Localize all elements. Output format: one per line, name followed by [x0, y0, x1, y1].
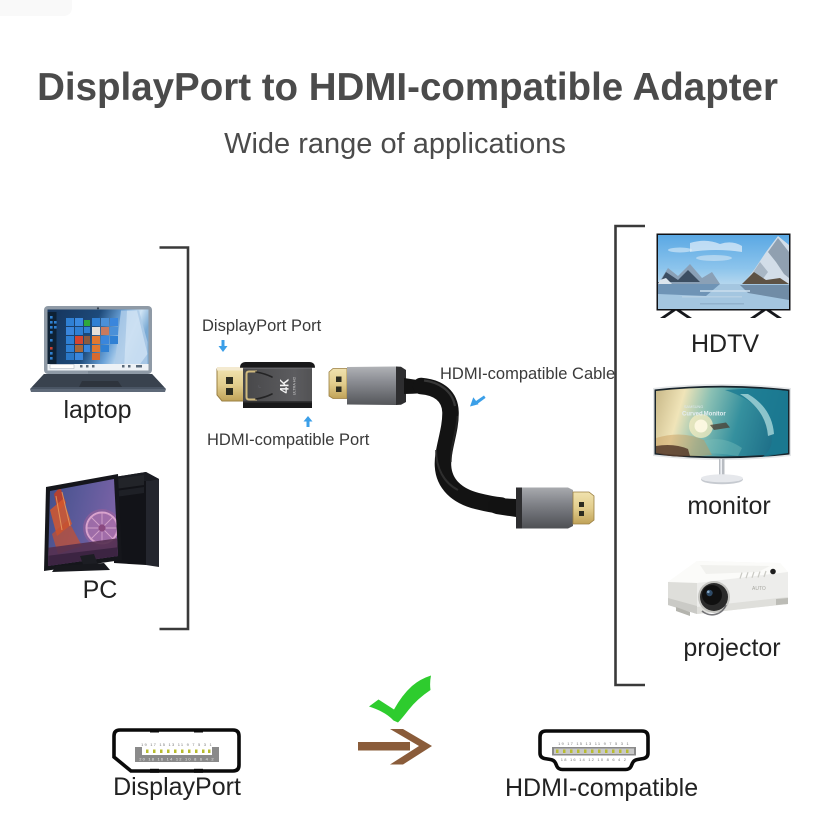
- svg-text:18 16 14 12 10 8 6 4 2: 18 16 14 12 10 8 6 4 2: [561, 757, 627, 762]
- svg-text:⌞: ⌞: [258, 382, 261, 389]
- svg-text:SAMSUNG: SAMSUNG: [684, 405, 703, 409]
- svg-text:19 17 15 13 11 9 7 5 3 1: 19 17 15 13 11 9 7 5 3 1: [558, 741, 630, 746]
- svg-text:ULTRA HD: ULTRA HD: [293, 376, 297, 395]
- svg-text:AUTO: AUTO: [752, 586, 766, 592]
- svg-text:19 17 15 13 11 9 7 5 3 1: 19 17 15 13 11 9 7 5 3 1: [141, 742, 213, 747]
- svg-text:20 18 16 14 12 10 8 6 4 2: 20 18 16 14 12 10 8 6 4 2: [139, 757, 215, 762]
- svg-text:CurvedMonitor: CurvedMonitor: [682, 412, 726, 418]
- svg-text:4K: 4K: [280, 378, 292, 393]
